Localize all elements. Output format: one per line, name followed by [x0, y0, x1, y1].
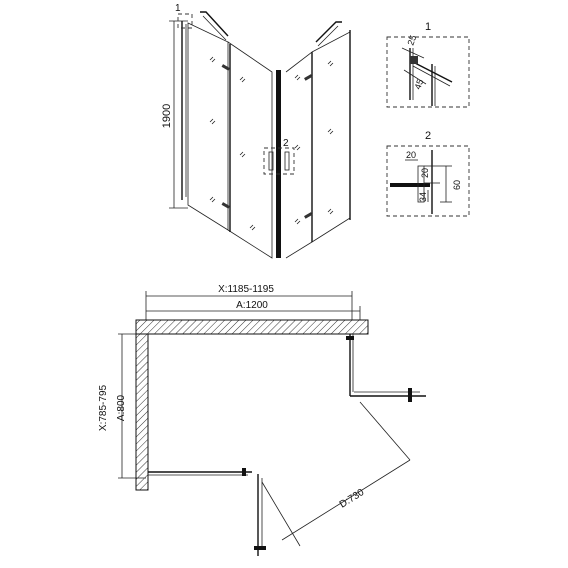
detail-1: 1 25 45	[386, 21, 470, 108]
left-fixed-panel	[187, 22, 229, 231]
detail-2-dim-34: 34	[418, 192, 428, 202]
depth-range-label: X:785-795	[98, 384, 109, 431]
detail-marker-2	[263, 147, 295, 175]
side-wall	[135, 333, 149, 491]
right-fixed-panel	[311, 31, 351, 243]
depth-nominal-label: A:800	[116, 394, 127, 421]
detail-1-title: 1	[425, 21, 431, 33]
detail-2-title: 2	[425, 130, 431, 142]
detail-2: 2 20 20 34 60	[386, 130, 470, 217]
back-wall	[135, 319, 369, 335]
detail-2-dim-60: 60	[452, 180, 462, 190]
door-swing-dimension	[281, 459, 411, 541]
detail-marker-2-label: 2	[283, 138, 289, 149]
detail-1-frame	[386, 36, 470, 108]
detail-marker-1-label: 1	[175, 3, 181, 14]
door-swing-label: D:730	[338, 487, 367, 511]
width-nominal-label: A:1200	[236, 300, 268, 311]
detail-1-dim-25: 25	[405, 34, 418, 47]
detail-marker-1	[177, 13, 193, 29]
left-door-panel	[227, 41, 273, 259]
corner-post	[276, 70, 281, 258]
detail-2-dim-20-top: 20	[406, 150, 416, 160]
plan-view: X:1185-1195 A:1200 X:785-795 A:800	[98, 284, 426, 556]
elevation-view: 1900 1 2	[161, 3, 351, 259]
detail-1-dim-45: 45	[412, 78, 425, 91]
height-label: 1900	[161, 104, 173, 128]
right-door-panel	[285, 51, 313, 259]
width-range-label: X:1185-1195	[218, 284, 274, 295]
detail-2-dim-20-right: 20	[420, 168, 430, 178]
detail-2-frame	[386, 145, 470, 217]
